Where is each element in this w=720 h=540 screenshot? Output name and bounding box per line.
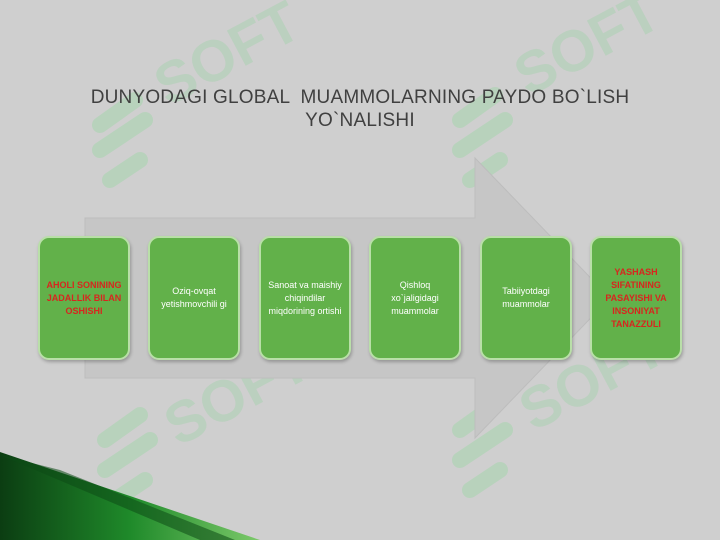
step-label: Oziq-ovqat yetishmovchili gi (161, 286, 227, 309)
step-box-4: Qishloq xo`jaligidagi muammolar (369, 236, 461, 360)
title-line-2: YO`NALISHI (305, 110, 415, 131)
step-box-6: YASHASH SIFATINING PASAYISHI VA INSONIYA… (590, 236, 682, 360)
title-line-1: DUNYODAGI GLOBAL MUAMMOLARNING PAYDO BO`… (90, 87, 630, 108)
step-box-5: Tabiiyotdagi muammolar (480, 236, 572, 360)
step-label: YASHASH SIFATINING PASAYISHI VA INSONIYA… (605, 266, 667, 329)
step-label: AHOLI SONINING JADALLIK BILAN OSHISHI (46, 279, 122, 316)
page-title: DUNYODAGI GLOBAL MUAMMOLARNING PAYDO BO`… (40, 86, 680, 132)
step-box-1: AHOLI SONINING JADALLIK BILAN OSHISHI (38, 236, 130, 360)
step-label: Sanoat va maishiy chiqindilar miqdorinin… (268, 279, 342, 316)
step-box-2: Oziq-ovqat yetishmovchili gi (148, 236, 240, 360)
step-label: Qishloq xo`jaligidagi muammolar (391, 279, 439, 316)
step-box-3: Sanoat va maishiy chiqindilar miqdorinin… (259, 236, 351, 360)
step-label: Tabiiyotdagi muammolar (502, 286, 550, 309)
